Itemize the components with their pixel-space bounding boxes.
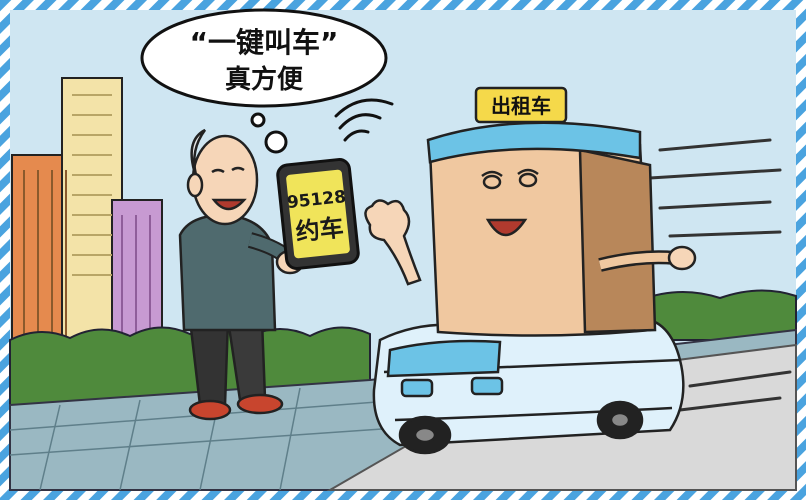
buildings <box>11 77 163 356</box>
hedge-right <box>639 289 797 341</box>
taxi-sign: 出租车 <box>474 86 568 124</box>
speed-lines <box>648 138 792 412</box>
signal-icon <box>334 98 394 142</box>
bubble-line-1: “一键叫车” <box>190 26 339 59</box>
phone-label: 约车 <box>294 213 345 246</box>
bubble-line-2: 真方便 <box>225 64 304 95</box>
taxi-sign-text: 出租车 <box>491 94 551 118</box>
speech-bubble: “一键叫车” 真方便 <box>140 8 388 154</box>
taxi-left-hand <box>364 199 422 286</box>
taxi <box>372 121 697 455</box>
phone: 95128 约车 <box>276 158 360 270</box>
